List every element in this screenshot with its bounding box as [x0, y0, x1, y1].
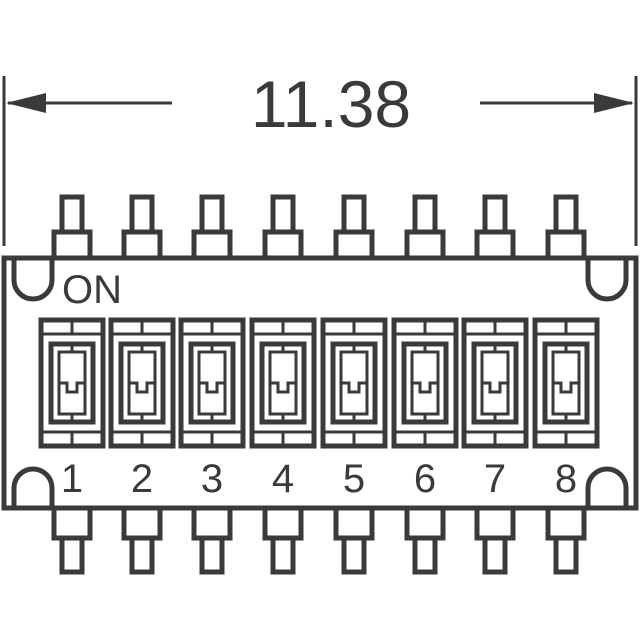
- corner-notch-bottom-right: [585, 466, 629, 508]
- switch-4: [249, 317, 317, 449]
- bottom-pin-4: [262, 508, 304, 575]
- package-body: ON: [1, 255, 639, 511]
- bottom-pin-6: [404, 508, 446, 575]
- dimension-annotation: 11.38: [2, 67, 638, 246]
- switch-array: [38, 317, 600, 449]
- bottom-pin-7: [474, 508, 516, 575]
- switch-number-8: 8: [555, 457, 577, 501]
- switch-number-3: 3: [201, 457, 223, 501]
- arrowhead-right: [594, 93, 634, 113]
- switch-1: [38, 317, 106, 449]
- corner-notch-bottom-left: [11, 466, 55, 508]
- corner-notch-top-left: [11, 258, 55, 302]
- top-pin-2: [121, 194, 163, 258]
- top-pin-4: [262, 194, 304, 258]
- bottom-pin-2: [121, 508, 163, 575]
- switch-2: [108, 317, 176, 449]
- switch-number-1: 1: [61, 457, 83, 501]
- top-pin-1: [51, 194, 93, 258]
- switch-6: [391, 317, 459, 449]
- bottom-pin-5: [333, 508, 375, 575]
- switch-5: [320, 317, 388, 449]
- top-pin-3: [191, 194, 233, 258]
- bottom-pins: [51, 508, 587, 575]
- bottom-pin-8: [545, 508, 587, 575]
- top-pins: [51, 194, 587, 258]
- switch-number-5: 5: [343, 457, 365, 501]
- top-pin-8: [545, 194, 587, 258]
- bottom-pin-3: [191, 508, 233, 575]
- switch-number-6: 6: [414, 457, 436, 501]
- switch-number-4: 4: [272, 457, 294, 501]
- bottom-pin-1: [51, 508, 93, 575]
- arrowhead-left: [6, 93, 46, 113]
- switch-number-2: 2: [131, 457, 153, 501]
- on-label: ON: [62, 268, 122, 312]
- switch-8: [532, 317, 600, 449]
- top-pin-7: [474, 194, 516, 258]
- switch-3: [178, 317, 246, 449]
- switch-number-7: 7: [484, 457, 506, 501]
- switch-7: [461, 317, 529, 449]
- top-pin-5: [333, 194, 375, 258]
- top-pin-6: [404, 194, 446, 258]
- corner-notch-top-right: [585, 258, 629, 302]
- switch-number-labels: 1 2 3 4 5 6 7 8: [61, 457, 577, 501]
- dimension-value: 11.38: [251, 67, 411, 141]
